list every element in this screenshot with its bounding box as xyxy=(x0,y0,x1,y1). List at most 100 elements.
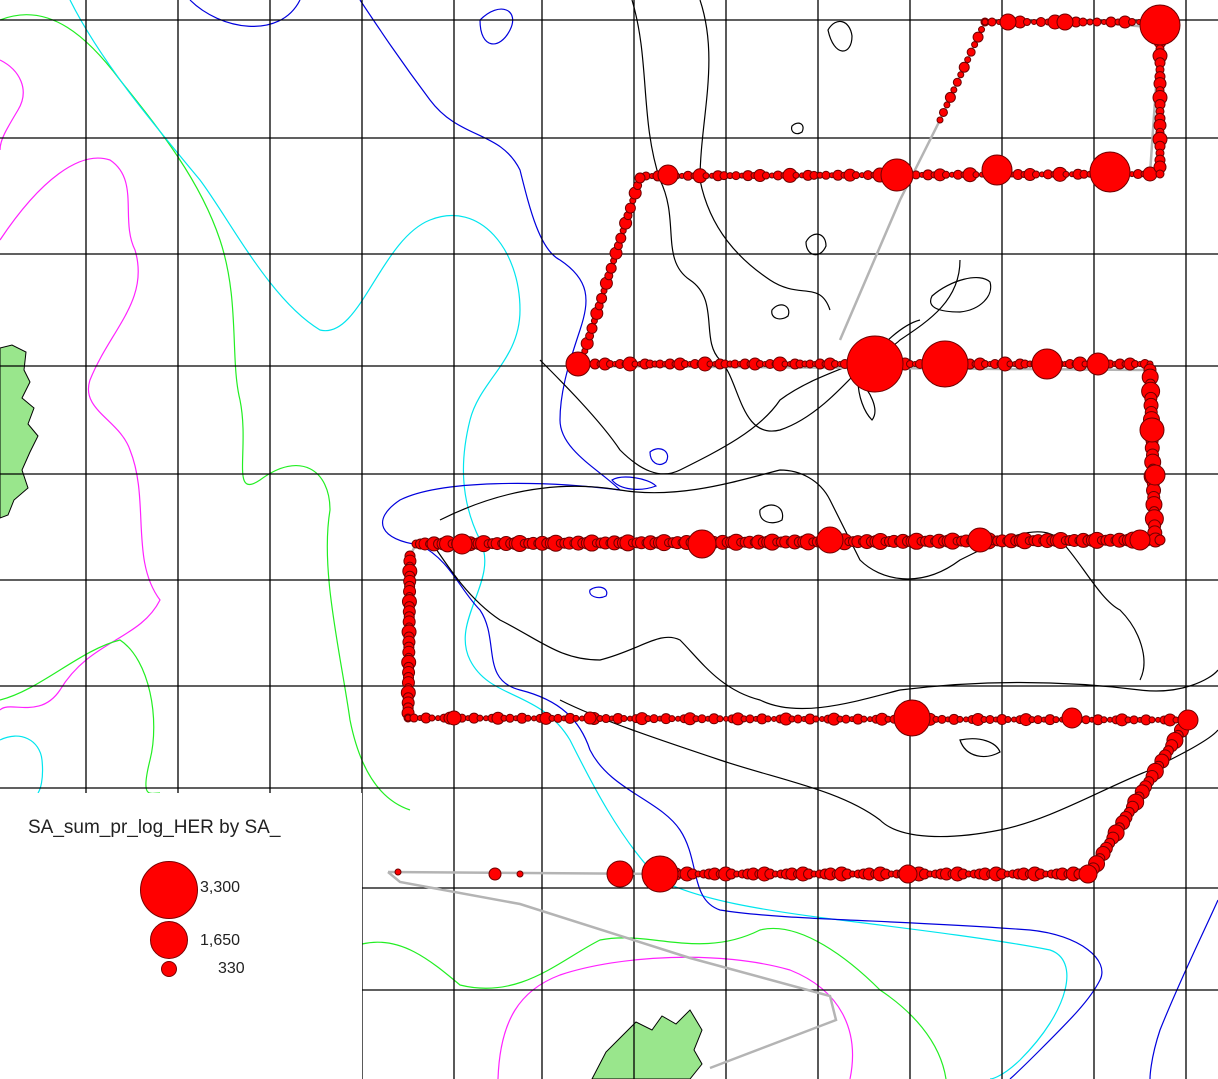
survey-symbol xyxy=(641,855,679,893)
survey-symbol xyxy=(516,870,524,878)
survey-symbol xyxy=(964,56,972,64)
survey-symbol xyxy=(950,86,958,94)
survey-symbol xyxy=(1078,864,1098,884)
survey-symbol xyxy=(921,340,969,388)
survey-symbol xyxy=(966,47,976,57)
survey-symbol xyxy=(476,714,484,722)
survey-symbol xyxy=(1177,709,1199,731)
contour-blue-main xyxy=(189,0,1103,1079)
survey-symbol xyxy=(1052,716,1060,724)
survey-symbol xyxy=(1062,170,1070,178)
survey-symbol xyxy=(624,202,636,214)
survey-symbol xyxy=(943,101,951,109)
survey-symbol xyxy=(971,41,979,49)
survey-symbol xyxy=(409,713,419,723)
survey-symbol xyxy=(764,715,772,723)
survey-symbol xyxy=(1023,18,1031,26)
contour-black-main xyxy=(429,0,1218,838)
survey-symbol xyxy=(762,171,770,180)
cruise-track-south xyxy=(387,871,838,1070)
survey-symbol xyxy=(852,171,860,180)
survey-symbol xyxy=(615,232,627,244)
legend-title: SA_sum_pr_log_HER by SA_ xyxy=(28,817,281,838)
survey-symbol xyxy=(821,170,831,180)
survey-symbol xyxy=(620,715,628,723)
survey-symbol xyxy=(958,61,970,73)
survey-symbol xyxy=(601,714,611,724)
legend-label-medium: 1,650 xyxy=(200,932,241,949)
survey-symbol xyxy=(731,171,741,181)
survey-symbol xyxy=(1004,716,1012,724)
survey-symbol xyxy=(967,527,993,553)
survey-symbol xyxy=(1078,17,1088,27)
survey-symbol xyxy=(860,715,868,723)
survey-symbol xyxy=(697,714,707,724)
legend-symbol-small xyxy=(161,961,177,977)
survey-symbol xyxy=(605,262,617,274)
survey-symbol xyxy=(634,172,646,184)
contour-blue-small1 xyxy=(479,8,669,599)
survey-symbol xyxy=(1154,534,1166,546)
survey-symbol xyxy=(898,864,918,884)
survey-symbol xyxy=(1155,169,1165,179)
survey-symbol xyxy=(586,322,598,334)
survey-symbol xyxy=(394,868,402,876)
contour-green-west xyxy=(0,14,411,811)
survey-symbol xyxy=(505,713,515,723)
survey-symbol xyxy=(956,715,964,723)
survey-symbol xyxy=(793,714,803,724)
contour-magenta-south xyxy=(497,956,854,1079)
survey-symbol xyxy=(583,711,597,725)
survey-symbol xyxy=(880,158,914,192)
survey-symbol xyxy=(972,171,980,179)
survey-symbol xyxy=(649,714,659,724)
legend-symbol-medium xyxy=(150,921,188,959)
survey-symbol xyxy=(952,77,962,87)
survey-symbol xyxy=(812,715,820,723)
survey-symbol xyxy=(1081,715,1091,725)
survey-symbol xyxy=(668,715,676,723)
survey-symbol xyxy=(1086,18,1094,26)
survey-symbol xyxy=(565,351,591,377)
survey-symbol xyxy=(1092,17,1102,27)
contour-blue-east xyxy=(1149,899,1218,1079)
legend-label-small: 330 xyxy=(218,960,245,977)
survey-symbol xyxy=(985,714,995,724)
survey-symbol xyxy=(999,13,1017,31)
survey-symbol xyxy=(553,713,563,723)
survey-symbol xyxy=(1100,716,1108,724)
contour-cyan-sw xyxy=(0,735,44,794)
survey-symbol xyxy=(488,867,502,881)
survey-symbol xyxy=(1031,348,1063,380)
survey-symbol xyxy=(1056,13,1074,31)
survey-symbol xyxy=(446,710,462,726)
survey-symbol xyxy=(1148,716,1156,724)
survey-symbol xyxy=(846,335,904,393)
survey-symbol xyxy=(451,533,473,555)
survey-symbol xyxy=(716,715,724,723)
survey-symbol xyxy=(1128,18,1136,26)
survey-symbol xyxy=(596,292,608,304)
land-layer xyxy=(0,344,703,1079)
survey-symbol xyxy=(987,17,997,27)
survey-symbol xyxy=(792,171,800,179)
survey-symbol xyxy=(1139,4,1181,46)
survey-symbol xyxy=(816,526,844,554)
survey-symbol xyxy=(1144,464,1166,486)
island-south xyxy=(591,1009,703,1079)
survey-symbol xyxy=(1129,715,1139,725)
survey-symbol xyxy=(702,172,710,180)
survey-symbol xyxy=(978,26,986,34)
survey-symbol xyxy=(1036,17,1046,27)
survey-symbol xyxy=(428,714,436,722)
survey-symbol xyxy=(1086,352,1110,376)
contour-cyan-west xyxy=(69,0,1068,1079)
survey-symbol xyxy=(841,714,851,724)
survey-symbol xyxy=(1033,715,1043,725)
survey-symbol xyxy=(1129,529,1151,551)
survey-symbol xyxy=(1031,19,1037,25)
island-west xyxy=(0,344,39,519)
contour-black-small xyxy=(759,20,1001,758)
survey-symbol xyxy=(606,860,634,888)
